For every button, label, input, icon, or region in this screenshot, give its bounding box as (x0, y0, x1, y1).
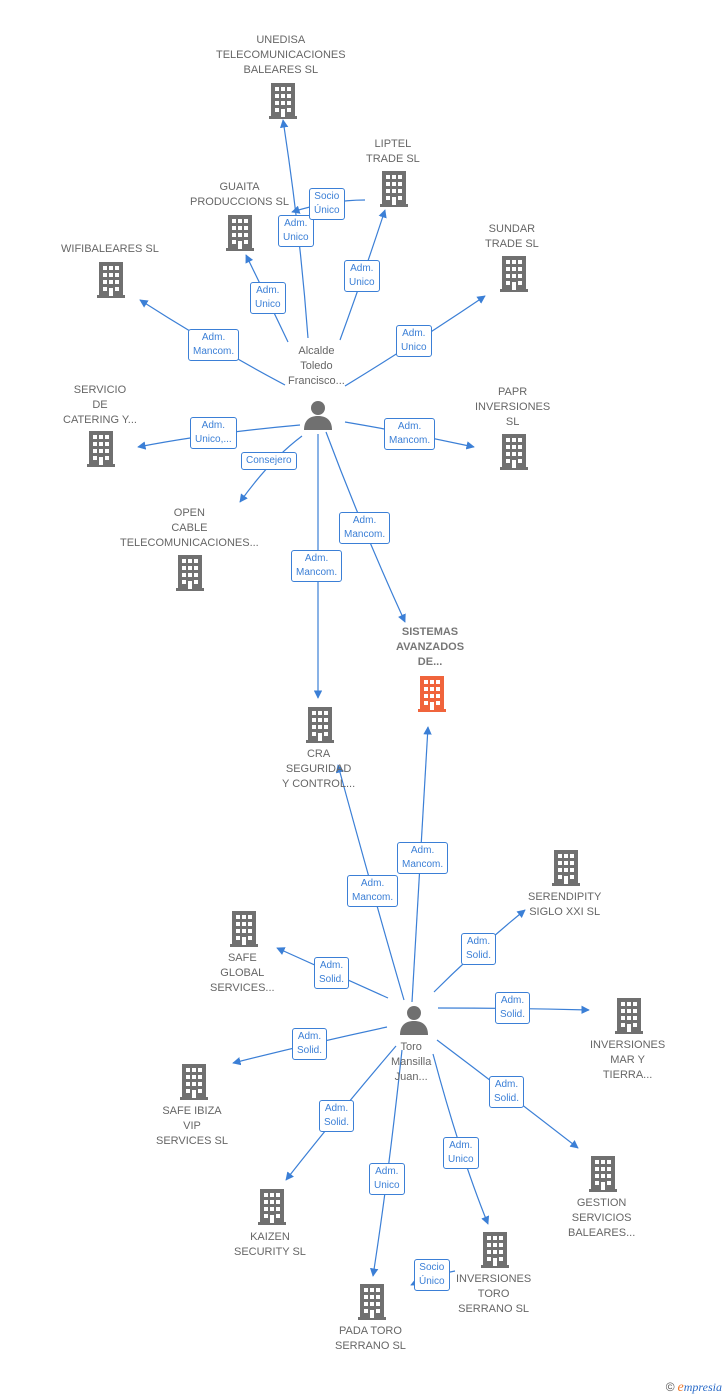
company-label-inversionesmar[interactable]: INVERSIONES MAR Y TIERRA... (590, 1039, 666, 1081)
company-label-guaita[interactable]: GUAITA PRODUCCIONS SL (190, 181, 290, 208)
building-icon-servicio[interactable] (87, 431, 115, 467)
building-icon-opencable[interactable] (176, 555, 204, 591)
person-label-p_toro[interactable]: Toro Mansilla Juan... (391, 1041, 432, 1083)
relation-label-r12[interactable]: Adm. Mancom. (397, 842, 449, 874)
empresia-credit: ©empresia (666, 1380, 722, 1396)
person-icon-p_toro[interactable] (399, 1005, 429, 1035)
company-label-servicio[interactable]: SERVICIO DE CATERING Y... (63, 384, 137, 426)
company-label-sundar[interactable]: SUNDAR TRADE SL (485, 223, 539, 250)
building-icon-sistemas[interactable] (418, 676, 446, 712)
company-label-safeglobal[interactable]: SAFE GLOBAL SERVICES... (210, 952, 275, 994)
building-icon-inversionesmar[interactable] (615, 998, 643, 1034)
company-label-inversionestoro[interactable]: INVERSIONES TORO SERRANO SL (456, 1273, 532, 1315)
company-label-serendipity[interactable]: SERENDIPITY SIGLO XXI SL (528, 891, 602, 918)
building-icon-serendipity[interactable] (552, 850, 580, 886)
building-icon-wifibaleares[interactable] (97, 262, 125, 298)
relation-label-r17[interactable]: Adm. Solid. (292, 1028, 328, 1060)
company-label-gestion[interactable]: GESTION SERVICIOS BALEARES... (568, 1197, 636, 1239)
building-icon-liptel[interactable] (380, 171, 408, 207)
building-icon-padatoro[interactable] (358, 1284, 386, 1320)
relation-label-r19[interactable]: Adm. Solid. (319, 1100, 355, 1132)
company-label-sistemas[interactable]: SISTEMAS AVANZADOS DE... (396, 626, 465, 668)
company-label-cra[interactable]: CRA SEGURIDAD Y CONTROL... (282, 748, 356, 790)
relation-label-r22[interactable]: Socio Único (414, 1259, 450, 1291)
brand-name: mpresia (683, 1380, 722, 1394)
relation-label-r2[interactable]: Adm. Unico (344, 260, 380, 292)
company-label-papr[interactable]: PAPR INVERSIONES SL (475, 386, 551, 428)
company-label-padatoro[interactable]: PADA TORO SERRANO SL (335, 1325, 406, 1352)
relation-label-r8[interactable]: Adm. Mancom. (384, 418, 436, 450)
company-label-safeibiza[interactable]: SAFE IBIZA VIP SERVICES SL (156, 1105, 228, 1147)
relation-label-r1[interactable]: Adm. Unico (278, 215, 314, 247)
relation-label-r20[interactable]: Adm. Unico (369, 1163, 405, 1195)
building-icon-inversionestoro[interactable] (481, 1232, 509, 1268)
person-label-p_alcalde[interactable]: Alcalde Toledo Francisco... (288, 345, 345, 387)
building-icon-sundar[interactable] (500, 256, 528, 292)
relation-label-r13[interactable]: Adm. Mancom. (347, 875, 399, 907)
relation-label-r15[interactable]: Adm. Solid. (314, 957, 350, 989)
building-icon-safeglobal[interactable] (230, 911, 258, 947)
relation-label-r21[interactable]: Adm. Unico (443, 1137, 479, 1169)
relation-label-r6[interactable]: Adm. Mancom. (188, 329, 240, 361)
building-icon-kaizen[interactable] (258, 1189, 286, 1225)
building-icon-papr[interactable] (500, 434, 528, 470)
relation-label-r16[interactable]: Adm. Solid. (495, 992, 531, 1024)
building-icon-guaita[interactable] (226, 215, 254, 251)
company-label-unedisa[interactable]: UNEDISA TELECOMUNICACIONES BALEARES SL (216, 34, 346, 76)
relation-label-r3[interactable]: Socio Único (309, 188, 345, 220)
relation-label-r7[interactable]: Adm. Unico,... (190, 417, 237, 449)
copyright-symbol: © (665, 1380, 675, 1394)
relation-label-r9[interactable]: Consejero (241, 452, 297, 470)
relation-label-r11[interactable]: Adm. Mancom. (291, 550, 343, 582)
relation-label-r10[interactable]: Adm. Mancom. (339, 512, 391, 544)
company-label-opencable[interactable]: OPEN CABLE TELECOMUNICACIONES... (120, 507, 259, 549)
company-label-kaizen[interactable]: KAIZEN SECURITY SL (234, 1231, 306, 1258)
building-icon-safeibiza[interactable] (180, 1064, 208, 1100)
building-icon-unedisa[interactable] (269, 83, 297, 119)
relation-label-r14[interactable]: Adm. Solid. (461, 933, 497, 965)
brand-initial: e (677, 1380, 684, 1395)
company-label-wifibaleares[interactable]: WIFIBALEARES SL (61, 243, 159, 255)
relation-label-r4[interactable]: Adm. Unico (250, 282, 286, 314)
relation-label-r5[interactable]: Adm. Unico (396, 325, 432, 357)
person-icon-p_alcalde[interactable] (303, 400, 333, 430)
building-icon-gestion[interactable] (589, 1156, 617, 1192)
company-label-liptel[interactable]: LIPTEL TRADE SL (366, 138, 420, 165)
building-icon-cra[interactable] (306, 707, 334, 743)
relation-label-r18[interactable]: Adm. Solid. (489, 1076, 525, 1108)
